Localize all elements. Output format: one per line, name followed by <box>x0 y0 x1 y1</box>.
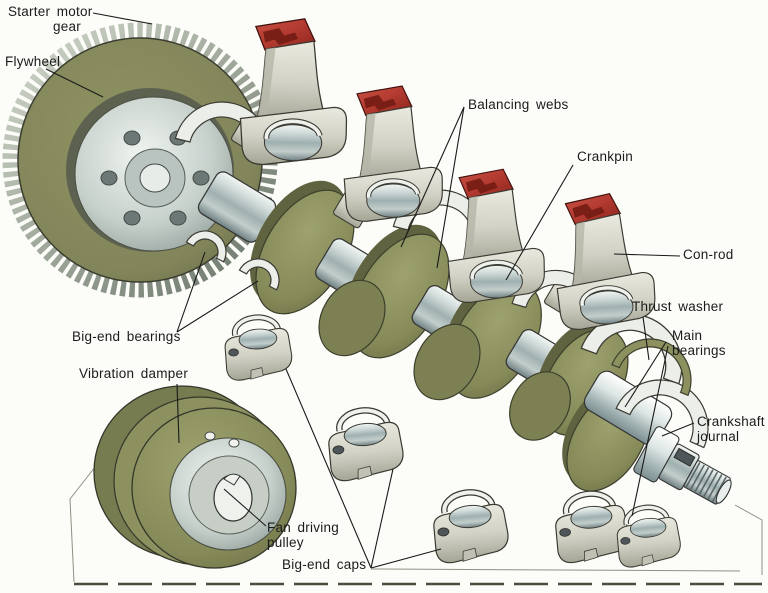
leader-vibration-damper <box>176 383 180 444</box>
label-flywheel: Flywheel <box>5 54 60 69</box>
leader-balancing-webs-1 <box>400 106 465 248</box>
leader-big-end-caps-3 <box>370 548 442 569</box>
con-rod-2 <box>344 86 442 221</box>
crankshaft-nose <box>633 426 732 505</box>
label-thrust-washer: Thrust washer <box>632 299 723 314</box>
leader-big-end-bearings-2 <box>176 280 259 333</box>
label-vibration-damper: Vibration damper <box>79 366 188 381</box>
leader-big-end-caps-1 <box>285 368 372 569</box>
label-text: Thrust washer <box>632 299 724 314</box>
label-text: Con-rod <box>683 247 734 262</box>
leader-thrust-washer <box>642 316 650 361</box>
label-text: Crankshaft <box>697 414 765 429</box>
label-crankshaft-journal: Crankshaft journal <box>697 414 765 444</box>
big-end-cap-3 <box>431 489 510 563</box>
big-end-cap-1 <box>223 315 293 381</box>
vibration-damper-pulley <box>93 385 297 569</box>
label-text: Vibration damper <box>79 366 189 381</box>
label-starter-motor-gear: Starter motor gear <box>8 4 92 34</box>
label-text: Crankpin <box>577 149 634 164</box>
label-crankpin: Crankpin <box>577 149 633 164</box>
label-text: Big-end bearings <box>72 329 181 344</box>
leader-big-end-bearings-1 <box>176 251 206 333</box>
leader-lines <box>45 12 695 569</box>
leader-main-bearings-2 <box>631 345 669 517</box>
label-text: gear <box>52 19 81 34</box>
flywheel-bolt-holes <box>100 130 210 226</box>
label-big-end-bearings: Big-end bearings <box>72 329 181 344</box>
con-rod-3 <box>447 169 545 303</box>
leader-big-end-caps-2 <box>370 468 394 569</box>
leader-starter-motor-gear <box>92 12 153 25</box>
label-text: Balancing webs <box>468 97 569 112</box>
flywheel <box>2 22 278 298</box>
label-text: Fan driving <box>267 520 340 535</box>
label-text: Starter motor <box>8 4 93 19</box>
crankshaft <box>197 171 673 492</box>
leader-balancing-webs-2 <box>436 106 465 269</box>
leader-flywheel <box>45 68 104 98</box>
leader-crankshaft-journal <box>661 422 695 437</box>
label-balancing-webs: Balancing webs <box>468 97 569 112</box>
label-text: bearings <box>672 343 726 358</box>
leader-fan-driving-pulley <box>223 488 267 527</box>
thrust-washer <box>611 338 692 397</box>
leader-crankpin <box>505 164 574 281</box>
label-text: pulley <box>267 535 304 550</box>
label-main-bearings: Main bearings <box>672 328 726 358</box>
leader-con-rod <box>613 253 681 257</box>
label-text: Main <box>672 328 703 343</box>
pulley-keyway <box>223 473 241 486</box>
label-big-end-caps: Big-end caps <box>282 557 366 572</box>
label-text: Flywheel <box>5 54 61 69</box>
label-con-rod: Con-rod <box>683 247 734 262</box>
label-fan-driving-pulley: Fan driving pulley <box>267 520 339 550</box>
label-text: journal <box>697 429 740 444</box>
label-text: Big-end caps <box>282 557 367 572</box>
leader-main-bearings-1 <box>624 341 667 408</box>
